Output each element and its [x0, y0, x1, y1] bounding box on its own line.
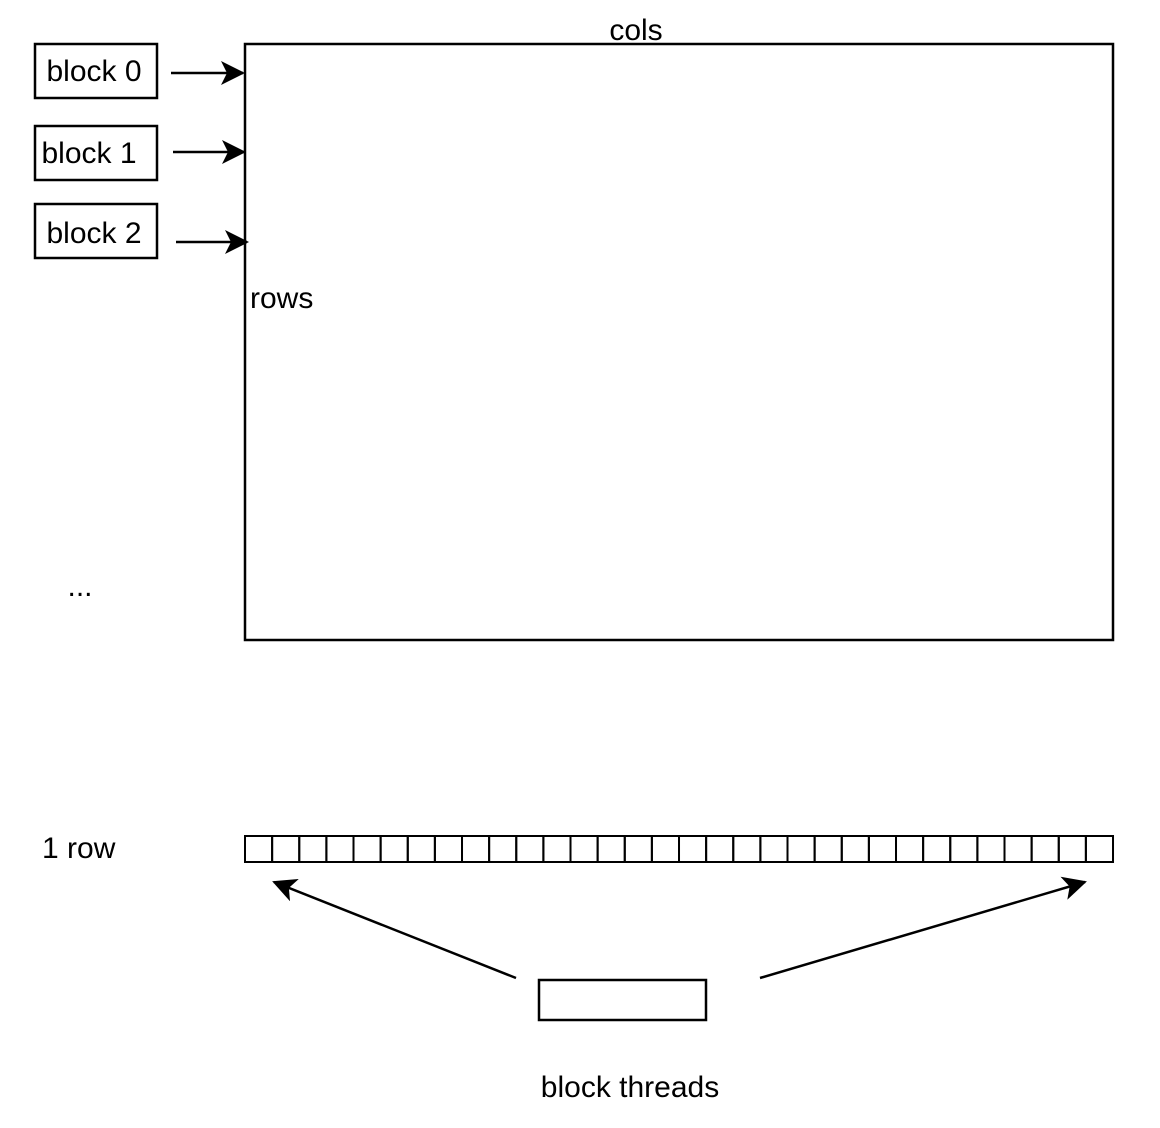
- thread-arrow-right: [759, 876, 1087, 980]
- thread-arrow-left: [272, 878, 517, 980]
- block-2-box: [33, 202, 159, 260]
- row-cell: [705, 835, 735, 863]
- row-cell: [542, 835, 572, 863]
- row-cell: [786, 835, 816, 863]
- row-cell: [406, 835, 436, 863]
- cols-label: cols: [609, 14, 662, 47]
- row-cell: [515, 835, 545, 863]
- row-cell: [461, 835, 491, 863]
- row-cell: [352, 835, 382, 863]
- row-cell: [298, 835, 328, 863]
- row-cell: [569, 835, 599, 863]
- block-threads-box: [537, 978, 708, 1022]
- row-cell: [976, 835, 1006, 863]
- block-0-box: [33, 42, 159, 100]
- block-2-label: block 2: [46, 217, 141, 250]
- row-cell: [271, 835, 301, 863]
- row-cell: [244, 835, 274, 863]
- row-cell: [1057, 835, 1087, 863]
- row-cell: [596, 835, 626, 863]
- row-cell: [678, 835, 708, 863]
- row-cell: [759, 835, 789, 863]
- row-cell: [1030, 835, 1060, 863]
- row-cell: [433, 835, 464, 863]
- matrix-rect: [243, 42, 1115, 642]
- one-row-label: 1 row: [42, 832, 116, 865]
- rows-label: rows: [250, 282, 313, 315]
- row-cell: [867, 835, 898, 863]
- row-cell: [1084, 835, 1115, 863]
- row-cell: [949, 835, 979, 863]
- block-1-box: [33, 124, 159, 182]
- block-0-label: block 0: [46, 55, 141, 88]
- row-cell: [1003, 835, 1033, 863]
- row-cell: [623, 835, 653, 863]
- row-cell: [840, 835, 870, 863]
- row-cell: [732, 835, 762, 863]
- ellipsis-label: ...: [67, 570, 92, 603]
- block-threads-label: block threads: [541, 1071, 719, 1104]
- row-cell: [379, 835, 409, 863]
- row-cell: [650, 835, 681, 863]
- row-cell: [325, 835, 355, 863]
- row-cell: [813, 835, 843, 863]
- row-cell: [488, 835, 518, 863]
- row-strip: [244, 835, 1115, 863]
- row-cell: [895, 835, 925, 863]
- block-1-label: block 1: [41, 137, 136, 170]
- row-cell: [922, 835, 952, 863]
